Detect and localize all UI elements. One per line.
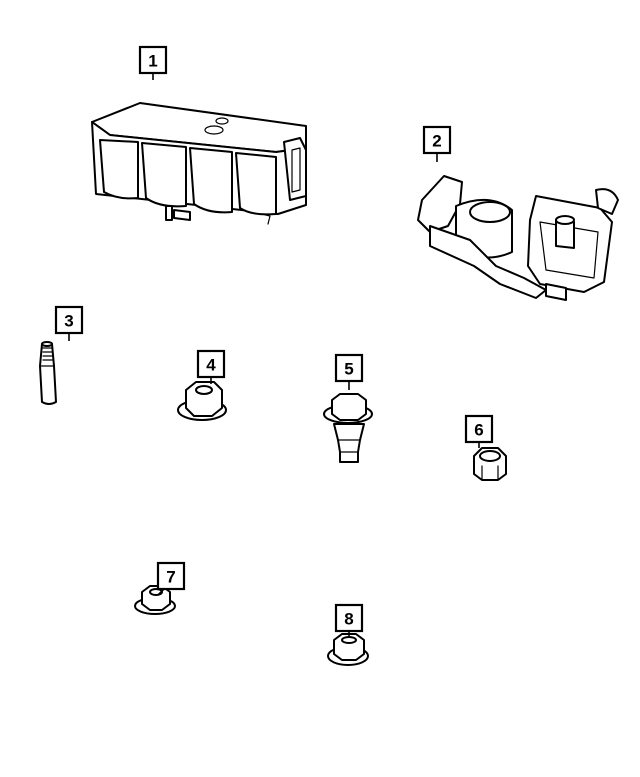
part-7-flange-nut bbox=[134, 585, 176, 615]
part-4-flange-nut bbox=[177, 381, 227, 421]
callout-5-label: 5 bbox=[344, 360, 353, 379]
callout-8-label: 8 bbox=[344, 610, 353, 629]
part-6-hex-nut bbox=[473, 447, 507, 481]
callout-6: 6 bbox=[464, 414, 494, 448]
callout-2: 2 bbox=[422, 125, 452, 162]
part-3-stud bbox=[39, 341, 57, 405]
callout-5: 5 bbox=[334, 353, 364, 390]
part-2-battery-terminal bbox=[417, 175, 619, 301]
part-5-bolt bbox=[323, 393, 373, 463]
callout-2-label: 2 bbox=[432, 132, 441, 151]
callout-7-label: 7 bbox=[166, 568, 175, 587]
callout-8: 8 bbox=[334, 603, 364, 636]
callout-6-label: 6 bbox=[474, 421, 483, 440]
callout-4: 4 bbox=[196, 349, 226, 384]
callout-3-label: 3 bbox=[64, 312, 73, 331]
part-1-terminal-block bbox=[91, 102, 307, 225]
callout-4-label: 4 bbox=[206, 356, 216, 375]
part-8-flange-nut bbox=[327, 633, 369, 666]
callout-3: 3 bbox=[54, 305, 84, 341]
callout-7: 7 bbox=[156, 561, 186, 596]
callout-1-label: 1 bbox=[148, 52, 157, 71]
callout-1: 1 bbox=[138, 45, 168, 80]
